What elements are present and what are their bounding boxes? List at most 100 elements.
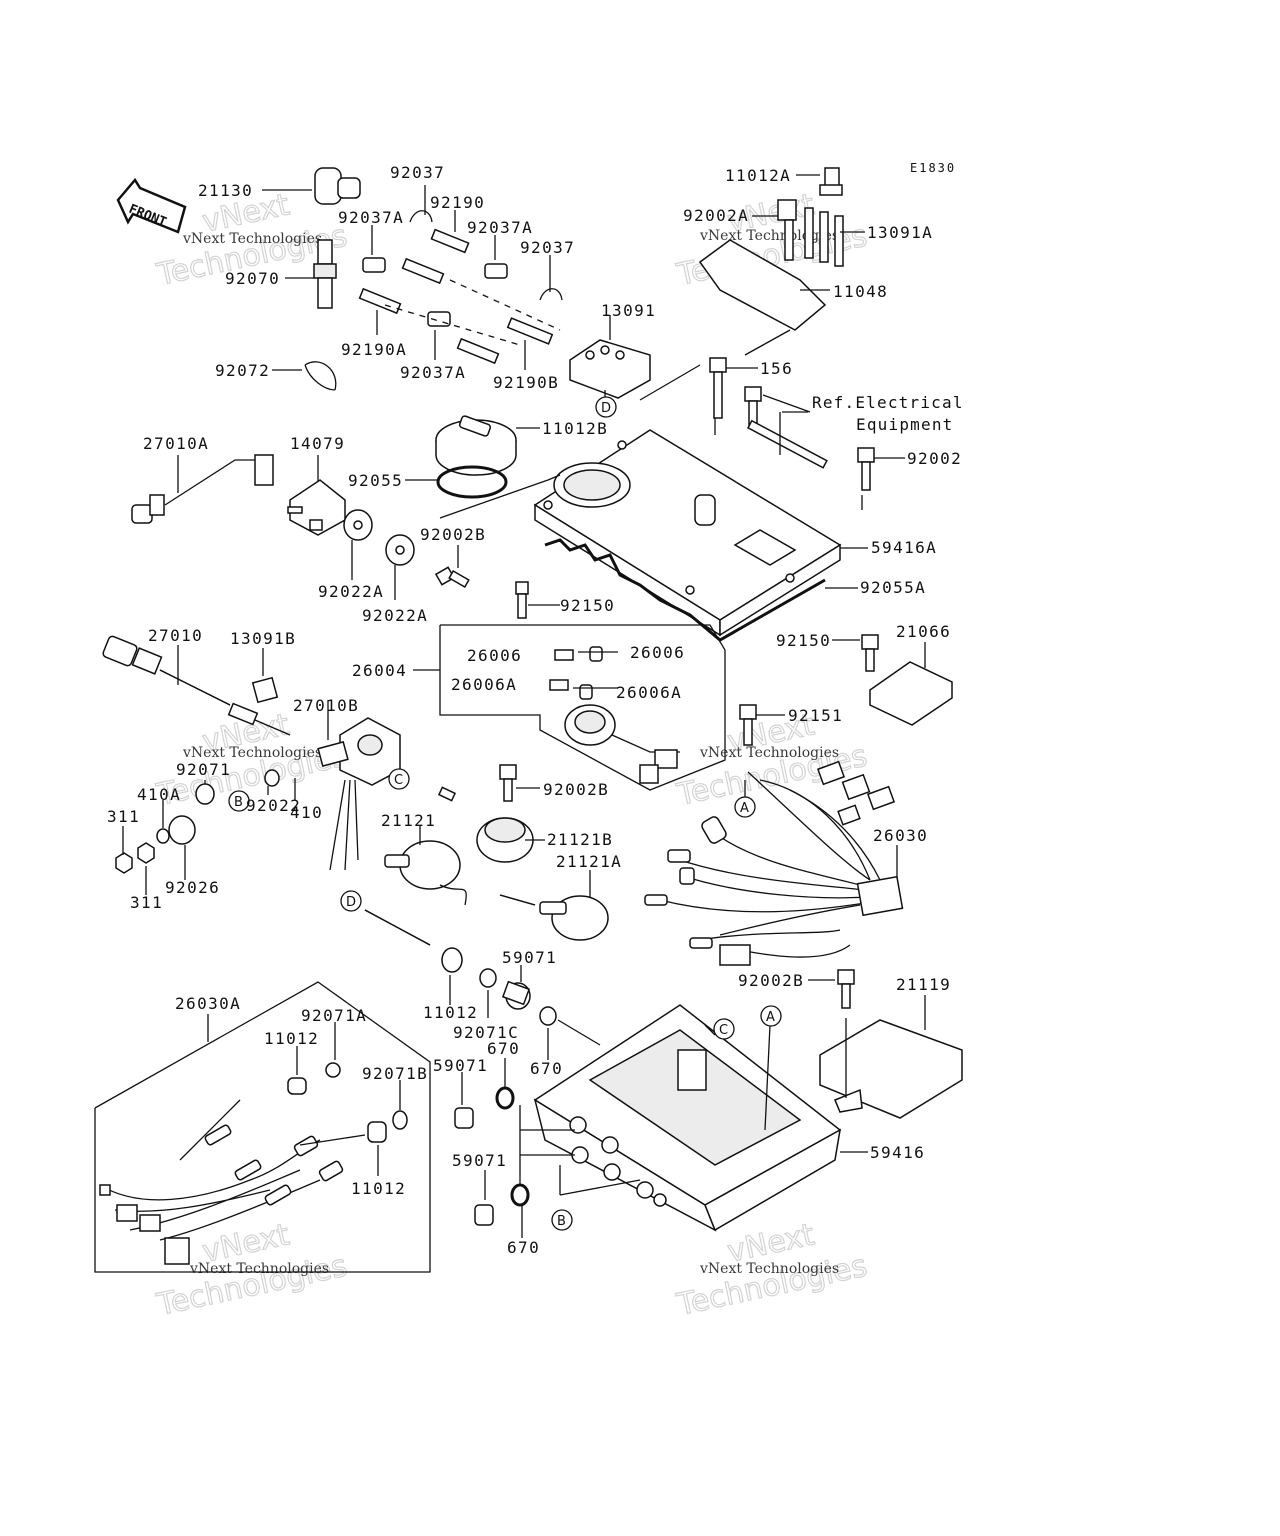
harness-26030A-part	[94, 981, 431, 1273]
part-label: 11012	[351, 1179, 406, 1198]
part-label: 27010B	[293, 696, 359, 715]
watermark-caption: vNext Technologies	[699, 228, 839, 244]
part-label: 26006	[630, 643, 685, 662]
connector-13091-part	[569, 315, 651, 399]
part-label: 27010A	[143, 434, 209, 453]
oring-92055-part	[405, 465, 561, 519]
part-label: 92190A	[341, 340, 407, 359]
case-59416-part	[519, 1004, 868, 1232]
part-label: 26030	[873, 826, 928, 845]
reference-note: Ref.Electrical Equipment	[782, 393, 964, 434]
part-label: 11012B	[542, 419, 608, 438]
gasket-92055A-part	[544, 538, 858, 642]
callout-text: A	[766, 1010, 775, 1025]
sensor-27010A-part	[131, 454, 274, 524]
washers-92022A-part	[343, 509, 415, 600]
cover-59416A-part	[533, 429, 868, 637]
part-label: 92190	[430, 193, 485, 212]
part-label: 59416A	[871, 538, 937, 557]
watermark-caption: vNext Technologies	[699, 745, 839, 761]
watermark-caption: vNext Technologies	[189, 1261, 329, 1277]
part-label: 92037	[390, 163, 445, 182]
part-label: 92071	[176, 760, 231, 779]
regulator-21066-part	[832, 634, 953, 726]
spark-plug-part	[285, 239, 337, 309]
part-label: 26006	[467, 646, 522, 665]
part-label: 92037A	[400, 363, 466, 382]
part-label: 59071	[452, 1151, 507, 1170]
part-label: 92055	[348, 471, 403, 490]
filler-cap-11012B-part	[435, 415, 540, 476]
callout-c-left: C	[388, 768, 410, 790]
callout-text: D	[346, 895, 356, 910]
part-label: 21130	[198, 181, 253, 200]
part-label: 13091B	[230, 629, 296, 648]
part-label: 92071A	[301, 1006, 367, 1025]
part-label: 92002B	[543, 780, 609, 799]
part-label: 11048	[833, 282, 888, 301]
part-label: 92151	[788, 706, 843, 725]
part-label: 92070	[225, 269, 280, 288]
part-label: 59416	[870, 1143, 925, 1162]
watermark-caption: vNext Technologies	[182, 231, 322, 247]
part-label: 92002B	[420, 525, 486, 544]
part-label: 21119	[896, 975, 951, 994]
part-label: 92190B	[493, 373, 559, 392]
part-label: 92071B	[362, 1064, 428, 1083]
part-label: 92026	[165, 878, 220, 897]
part-label: 92055A	[860, 578, 926, 597]
callout-a-bottom: A	[760, 1005, 782, 1027]
callout-d-top: D	[595, 396, 617, 418]
part-label: 92022A	[318, 582, 384, 601]
part-label: 410	[290, 803, 323, 822]
part-label: 670	[507, 1238, 540, 1257]
part-label: 11012	[264, 1029, 319, 1048]
reference-note-line2: Equipment	[856, 415, 954, 434]
callout-text: C	[719, 1023, 728, 1038]
part-label: 311	[107, 807, 140, 826]
part-label: 13091	[601, 301, 656, 320]
part-label: 92002	[907, 449, 962, 468]
watermark-bottom-right: vNext Technologies vNext Technologies	[673, 1217, 871, 1324]
part-label: 156	[760, 359, 793, 378]
part-label: 670	[487, 1039, 520, 1058]
washers-410-part	[115, 769, 296, 895]
clamp-92072-part	[272, 361, 337, 391]
diagram-code: E1830	[910, 161, 956, 175]
watermark-caption: vNext Technologies	[182, 745, 322, 761]
bolt-92002B-top-part	[434, 545, 470, 588]
part-label: 670	[530, 1059, 563, 1078]
watermark-caption: vNext Technologies	[699, 1261, 839, 1277]
part-label: 59071	[433, 1056, 488, 1075]
part-label: 92072	[215, 361, 270, 380]
block-13091B-part	[251, 648, 279, 704]
part-label: 92071C	[453, 1023, 519, 1042]
harness-26030-part	[644, 704, 904, 966]
valve-14079-part	[287, 455, 346, 536]
part-label: 27010	[148, 626, 203, 645]
part-label: 92037A	[338, 208, 404, 227]
callout-text: A	[740, 801, 749, 816]
bracket-11048-part	[698, 167, 865, 356]
part-label: 26004	[352, 661, 407, 680]
part-label: 92150	[560, 596, 615, 615]
part-label: 92037A	[467, 218, 533, 237]
part-label: 26006A	[451, 675, 517, 694]
reference-note-line1: Ref.Electrical	[812, 393, 964, 412]
coil-21121-part	[384, 825, 467, 906]
coil-21121B-part	[437, 764, 545, 863]
callout-text: D	[601, 401, 611, 416]
part-label: 21066	[896, 622, 951, 641]
part-label: 21121A	[556, 852, 622, 871]
hose-group	[358, 185, 563, 370]
part-label: 26006A	[616, 683, 682, 702]
callout-text: B	[234, 795, 243, 810]
coil-21121A-part	[499, 870, 609, 941]
part-label: 410A	[137, 785, 181, 804]
fittings-59071-part	[454, 980, 531, 1238]
callout-c-bottom: C	[713, 1018, 735, 1040]
part-label: 92002A	[683, 206, 749, 225]
part-label: 92022A	[362, 606, 428, 625]
part-label: 92150	[776, 631, 831, 650]
